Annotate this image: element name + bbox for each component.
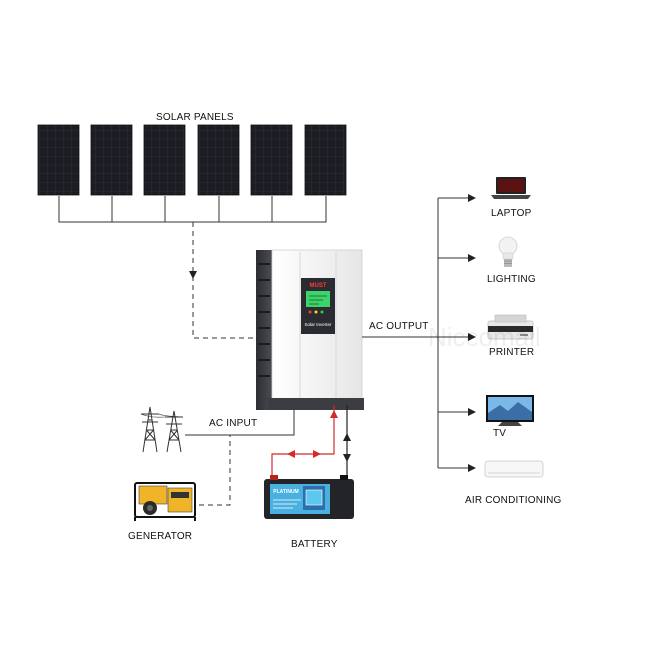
solar-panel-1 <box>37 124 80 196</box>
ac-input-wiring <box>185 410 295 436</box>
arrow-laptop <box>468 194 476 202</box>
inverter: MUST Solar Inverter <box>256 249 364 410</box>
solar-panel-5 <box>250 124 293 196</box>
solar-panel-2 <box>90 124 133 196</box>
inverter-lcd <box>306 291 330 307</box>
arrow-ac <box>468 464 476 472</box>
inverter-brand: MUST <box>310 283 327 289</box>
battery-icon: PLATINUM <box>264 475 354 519</box>
load-label-tv: TV <box>493 428 507 439</box>
battery-arrow-right <box>313 450 321 458</box>
ac-output-wiring <box>362 197 468 469</box>
battery-positive-wire <box>271 405 335 480</box>
battery-arrow-up-black <box>343 433 351 441</box>
solar-panel-array <box>37 124 347 196</box>
solar-panels-label: SOLAR PANELS <box>156 112 234 123</box>
ac-output-label: AC OUTPUT <box>369 321 429 332</box>
power-tower-icon <box>140 406 184 453</box>
solar-panel-4 <box>197 124 240 196</box>
solar-panel-6 <box>304 124 347 196</box>
printer-icon <box>487 314 534 340</box>
arrow-lighting <box>468 254 476 262</box>
battery-arrow-down-black <box>343 454 351 462</box>
arrow-printer <box>468 333 476 341</box>
inverter-led <box>308 310 312 314</box>
generator-icon <box>134 482 196 521</box>
panel-wiring <box>58 196 327 223</box>
bulb-icon <box>498 236 518 267</box>
tv-icon <box>486 395 534 426</box>
solar-panel-3 <box>143 124 186 196</box>
ac-input-label: AC INPUT <box>209 418 258 429</box>
load-label-air-conditioning: AIR CONDITIONING <box>465 495 562 506</box>
generator-wiring <box>199 435 231 506</box>
battery-brand: PLATINUM <box>273 489 298 495</box>
battery-arrow-left <box>287 450 295 458</box>
pv-to-inverter-line <box>192 222 256 339</box>
arrow-tv <box>468 408 476 416</box>
air-conditioner-icon <box>484 460 544 478</box>
pv-arrow <box>189 271 197 279</box>
generator-label: GENERATOR <box>128 531 193 542</box>
inverter-model-label: Solar Inverter <box>304 322 332 327</box>
battery-arrow-up-red <box>330 410 338 418</box>
battery-label: BATTERY <box>291 539 338 550</box>
laptop-icon <box>491 177 531 199</box>
load-label-laptop: LAPTOP <box>491 208 532 219</box>
load-label-printer: PRINTER <box>489 347 535 358</box>
watermark: Niccomall <box>428 322 541 352</box>
inverter-base <box>268 398 364 410</box>
load-label-lighting: LIGHTING <box>487 274 536 285</box>
inverter-side <box>256 250 272 410</box>
